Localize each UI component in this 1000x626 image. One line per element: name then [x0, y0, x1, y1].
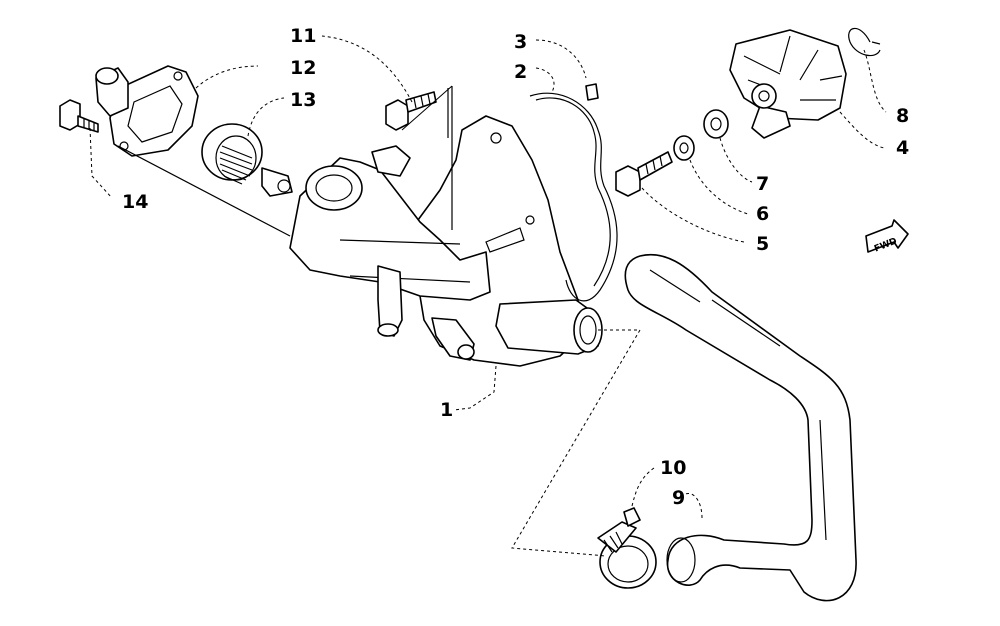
washer-6	[673, 135, 695, 161]
bolt-14	[59, 99, 99, 133]
callout-2: 2	[514, 61, 527, 83]
callout-3: 3	[514, 31, 527, 53]
o-ring-gasket-2	[529, 92, 618, 302]
thermostat-13	[201, 123, 293, 197]
callout-4: 4	[896, 137, 909, 159]
hose-clamp-10	[597, 507, 657, 589]
impeller-4	[729, 29, 847, 139]
callout-1: 1	[440, 399, 453, 421]
callout-8: 8	[896, 105, 909, 127]
callout-6: 6	[756, 203, 769, 225]
thermostat-cover-12	[95, 65, 291, 237]
bolt-11	[385, 91, 437, 131]
callout-10: 10	[660, 457, 686, 479]
callout-11: 11	[290, 25, 316, 47]
circlip-8	[848, 27, 881, 57]
bolt-5	[615, 151, 673, 197]
callout-9: 9	[672, 487, 685, 509]
coolant-hose-9	[624, 253, 857, 602]
callout-12: 12	[290, 57, 316, 79]
seal-washer-7	[703, 109, 729, 139]
water-pump-body-1	[289, 86, 603, 367]
callout-14: 14	[122, 191, 148, 213]
callout-13: 13	[290, 89, 316, 111]
callout-7: 7	[756, 173, 769, 195]
forward-direction-arrow: FWD	[865, 219, 909, 255]
callout-5: 5	[756, 233, 769, 255]
callout-labels: 11 12 13 14 3 2 8 4 7 6 5 1 10 9	[122, 25, 909, 509]
dowel-pin-3	[585, 83, 599, 101]
leader-lines	[89, 35, 887, 557]
